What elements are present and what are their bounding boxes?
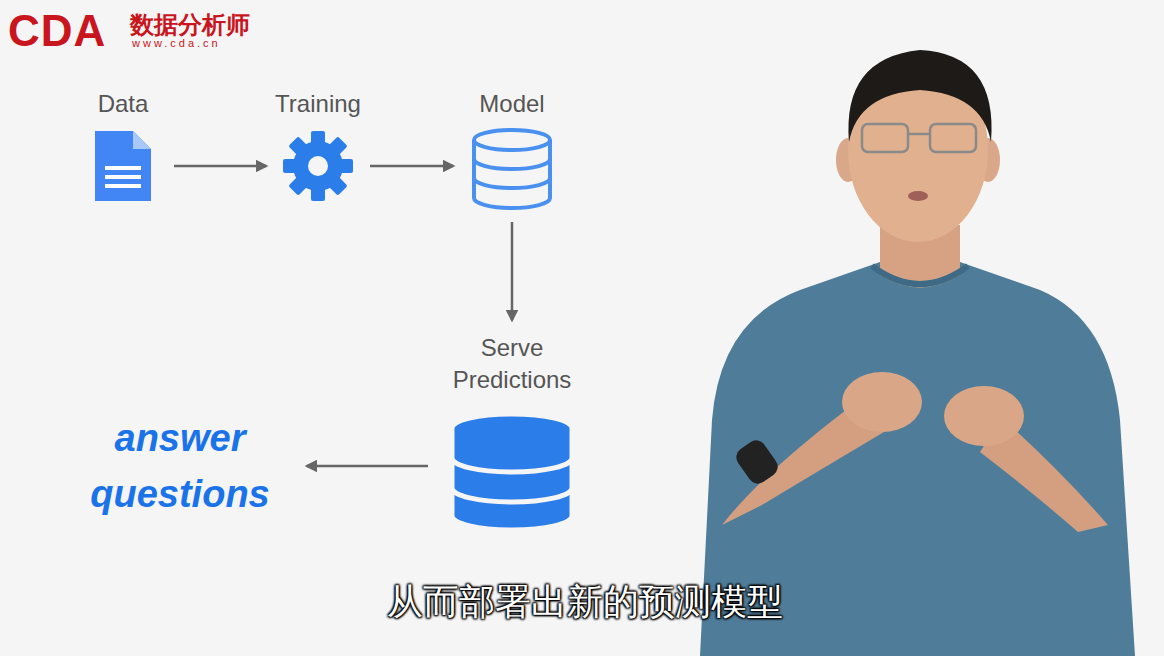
flow-arrow xyxy=(370,165,453,168)
document-icon xyxy=(95,131,151,201)
logo-url: www.cda.cn xyxy=(132,37,221,49)
database-icon xyxy=(474,130,550,208)
flow-arrow xyxy=(511,222,514,320)
result-label: answer questions xyxy=(65,410,295,522)
icon-node: Model xyxy=(465,128,559,210)
hair xyxy=(848,50,991,142)
step-label: Training xyxy=(275,90,361,118)
wristwatch xyxy=(732,436,781,487)
icon-node: Training xyxy=(278,128,358,204)
gear-body xyxy=(293,141,343,191)
subtitle: 从而部署出新的预测模型 xyxy=(387,578,783,627)
document-fold xyxy=(133,131,151,149)
gear-hole xyxy=(308,156,328,176)
mouth xyxy=(908,191,928,201)
document-line xyxy=(105,166,141,170)
glasses-lens xyxy=(930,124,976,152)
document-line xyxy=(105,184,141,188)
db-icon-svg xyxy=(465,128,559,210)
hand xyxy=(842,372,922,432)
glasses-bridge xyxy=(908,133,930,136)
gear-icon-svg xyxy=(278,128,358,204)
database-segment xyxy=(452,414,572,472)
step-label: Data xyxy=(98,90,149,118)
document-line xyxy=(105,175,141,179)
icon-node: Serve Predictions xyxy=(440,332,584,532)
result-text-node: answer questions xyxy=(65,410,295,522)
glasses-lens xyxy=(862,124,908,152)
flow-arrow xyxy=(307,465,428,468)
step-label: Model xyxy=(479,90,544,118)
database-icon xyxy=(452,414,572,530)
logo-title: 数据分析师 xyxy=(130,9,250,41)
step-label: Serve Predictions xyxy=(440,332,584,396)
flow-arrow xyxy=(174,165,266,168)
hand xyxy=(944,386,1024,446)
collar xyxy=(872,266,968,284)
gear-icon xyxy=(283,131,353,201)
doc-icon-svg xyxy=(84,128,162,204)
icon-node: Data xyxy=(84,128,162,204)
logo-mark: CDA xyxy=(8,6,106,56)
dbfill-icon-svg xyxy=(440,408,584,532)
